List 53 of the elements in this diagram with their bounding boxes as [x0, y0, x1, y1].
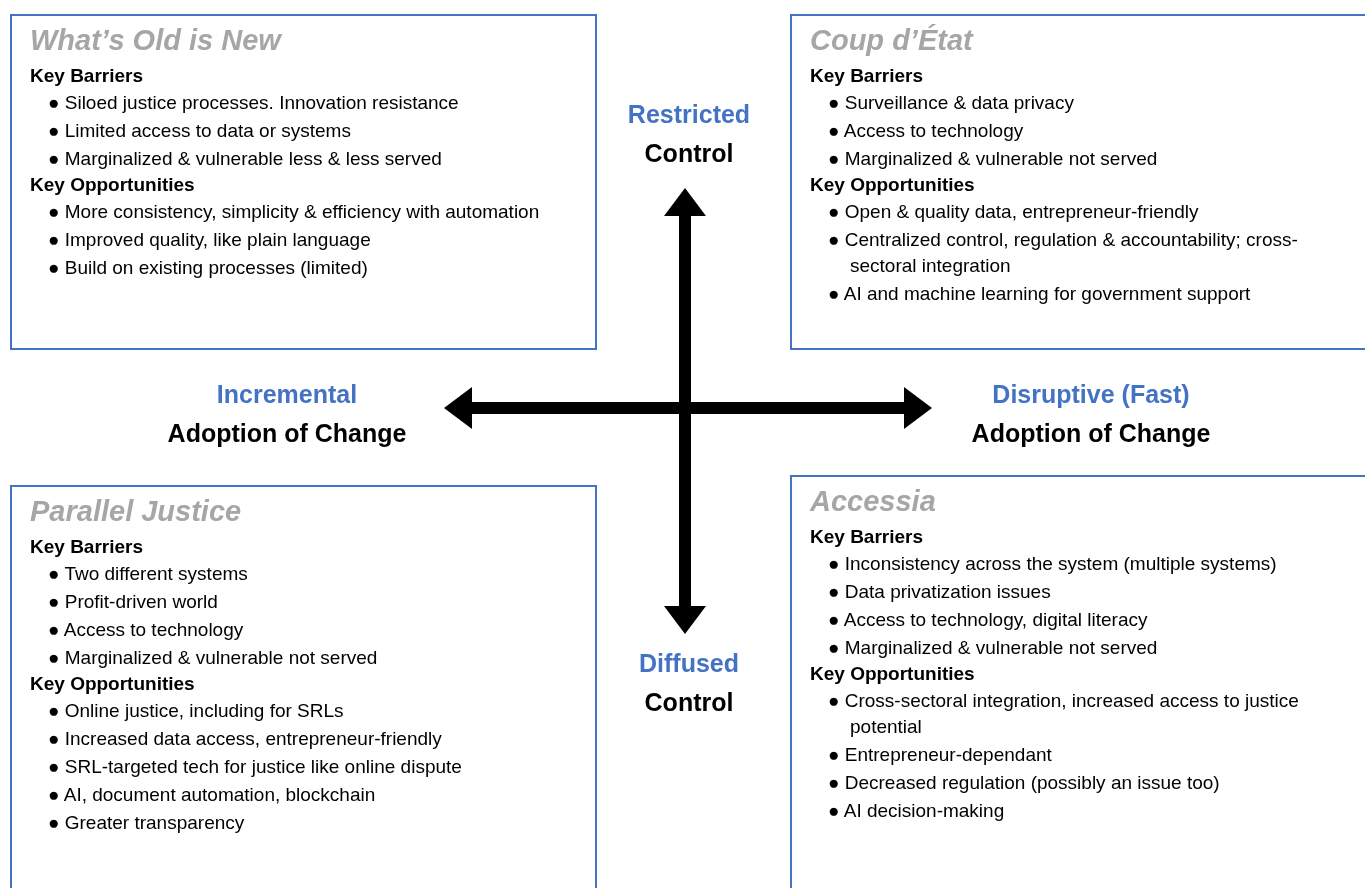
bullet-item: ● Greater transparency — [48, 811, 246, 835]
bullet-item: ● Access to technology — [48, 618, 245, 642]
bullet-item: ● Entrepreneur-dependant — [828, 743, 1053, 767]
section-heading: Key Barriers — [810, 526, 924, 548]
quadrant-box — [10, 14, 597, 350]
quadrant-title: Coup d’État — [810, 24, 973, 57]
section-heading: Key Opportunities — [810, 174, 975, 196]
axis-label: Adoption of Change — [971, 419, 1211, 448]
section-heading: Key Barriers — [30, 536, 144, 558]
axis-label: Incremental — [216, 380, 358, 409]
quadrant-box — [790, 475, 1365, 888]
bullet-item: ● Access to technology, digital literacy — [828, 608, 1149, 632]
section-heading: Key Opportunities — [30, 673, 195, 695]
bullet-item: ● Cross-sectoral integration, increased access to justice potential — [828, 689, 1300, 739]
bullet-item: ● Two different systems — [48, 562, 249, 586]
section-heading: Key Opportunities — [30, 174, 195, 196]
bullet-item: ● Siloed justice processes. Innovation resistance — [48, 91, 460, 115]
bullet-item: ● Marginalized & vulnerable not served — [828, 636, 1159, 660]
axis-label: Diffused — [639, 649, 739, 678]
quadrant-title: Parallel Justice — [30, 495, 242, 528]
bullet-item: ● Data privatization issues — [828, 580, 1052, 604]
bullet-item: ● Inconsistency across the system (multiple systems) — [828, 552, 1278, 576]
axis-label: Control — [644, 139, 734, 168]
quadrant-title: Accessia — [810, 485, 936, 518]
axis-label: Adoption of Change — [167, 419, 407, 448]
section-heading: Key Opportunities — [810, 663, 975, 685]
axis-label: Control — [644, 688, 734, 717]
bullet-item: ● Limited access to data or systems — [48, 119, 352, 143]
bullet-item: ● Marginalized & vulnerable not served — [828, 147, 1159, 171]
bullet-item: ● Build on existing processes (limited) — [48, 256, 369, 280]
bullet-item: ● Access to technology — [828, 119, 1025, 143]
quadrant-title: What’s Old is New — [30, 24, 281, 57]
axis-label: Restricted — [627, 100, 751, 129]
bullet-item: ● More consistency, simplicity & efficiency with automation — [48, 200, 541, 224]
bullet-item: ● Open & quality data, entrepreneur-friendly — [828, 200, 1200, 224]
quadrant-box — [10, 485, 597, 888]
bullet-item: ● Marginalized & vulnerable not served — [48, 646, 379, 670]
bullet-item: ● AI decision-making — [828, 799, 1006, 823]
bullet-item: ● AI and machine learning for government support — [828, 282, 1252, 306]
bullet-item: ● Increased data access, entrepreneur-friendly — [48, 727, 443, 751]
bullet-item: ● Profit-driven world — [48, 590, 219, 614]
bullet-item: ● Marginalized & vulnerable less & less served — [48, 147, 443, 171]
axis-label: Disruptive (Fast) — [992, 380, 1190, 409]
quadrant-box — [790, 14, 1365, 350]
bullet-item: ● Improved quality, like plain language — [48, 228, 372, 252]
section-heading: Key Barriers — [30, 65, 144, 87]
bullet-item: ● SRL-targeted tech for justice like online dispute — [48, 755, 463, 779]
section-heading: Key Barriers — [810, 65, 924, 87]
bullet-item: ● Decreased regulation (possibly an issue too) — [828, 771, 1221, 795]
bullet-item: ● Surveillance & data privacy — [828, 91, 1075, 115]
bullet-item: ● Online justice, including for SRLs — [48, 699, 345, 723]
bullet-item: ● Centralized control, regulation & accountability; cross-sectoral integration — [828, 228, 1299, 278]
bullet-item: ● AI, document automation, blockchain — [48, 783, 377, 807]
